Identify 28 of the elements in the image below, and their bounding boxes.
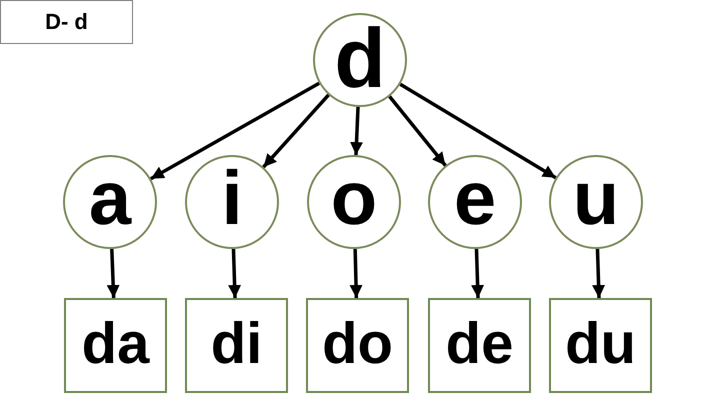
node-label: du bbox=[565, 314, 636, 376]
arrow bbox=[106, 248, 120, 298]
syllable-box bbox=[185, 298, 288, 393]
arrow bbox=[262, 94, 330, 168]
syllable-box bbox=[549, 298, 652, 393]
arrow bbox=[399, 82, 557, 180]
syllable-box bbox=[306, 298, 409, 393]
node-label: de bbox=[446, 314, 514, 376]
node-label: di bbox=[210, 314, 262, 376]
arrow bbox=[388, 95, 447, 167]
syllable-box bbox=[428, 298, 531, 393]
arrow bbox=[350, 248, 363, 298]
arrow bbox=[592, 248, 606, 298]
node-label: D- d bbox=[45, 11, 88, 33]
arrow bbox=[150, 82, 320, 180]
arrow bbox=[350, 106, 364, 156]
node-label: i bbox=[221, 161, 243, 243]
syllable-box bbox=[64, 298, 167, 393]
node-label: u bbox=[572, 161, 620, 243]
node-label: d bbox=[334, 16, 386, 104]
node-label: da bbox=[82, 314, 150, 376]
node-label: e bbox=[454, 161, 496, 243]
node-label: a bbox=[88, 161, 132, 243]
node-label: o bbox=[330, 161, 378, 243]
node-label: do bbox=[322, 314, 393, 376]
arrow bbox=[471, 248, 484, 298]
title-box bbox=[0, 0, 133, 44]
arrow bbox=[228, 248, 242, 298]
